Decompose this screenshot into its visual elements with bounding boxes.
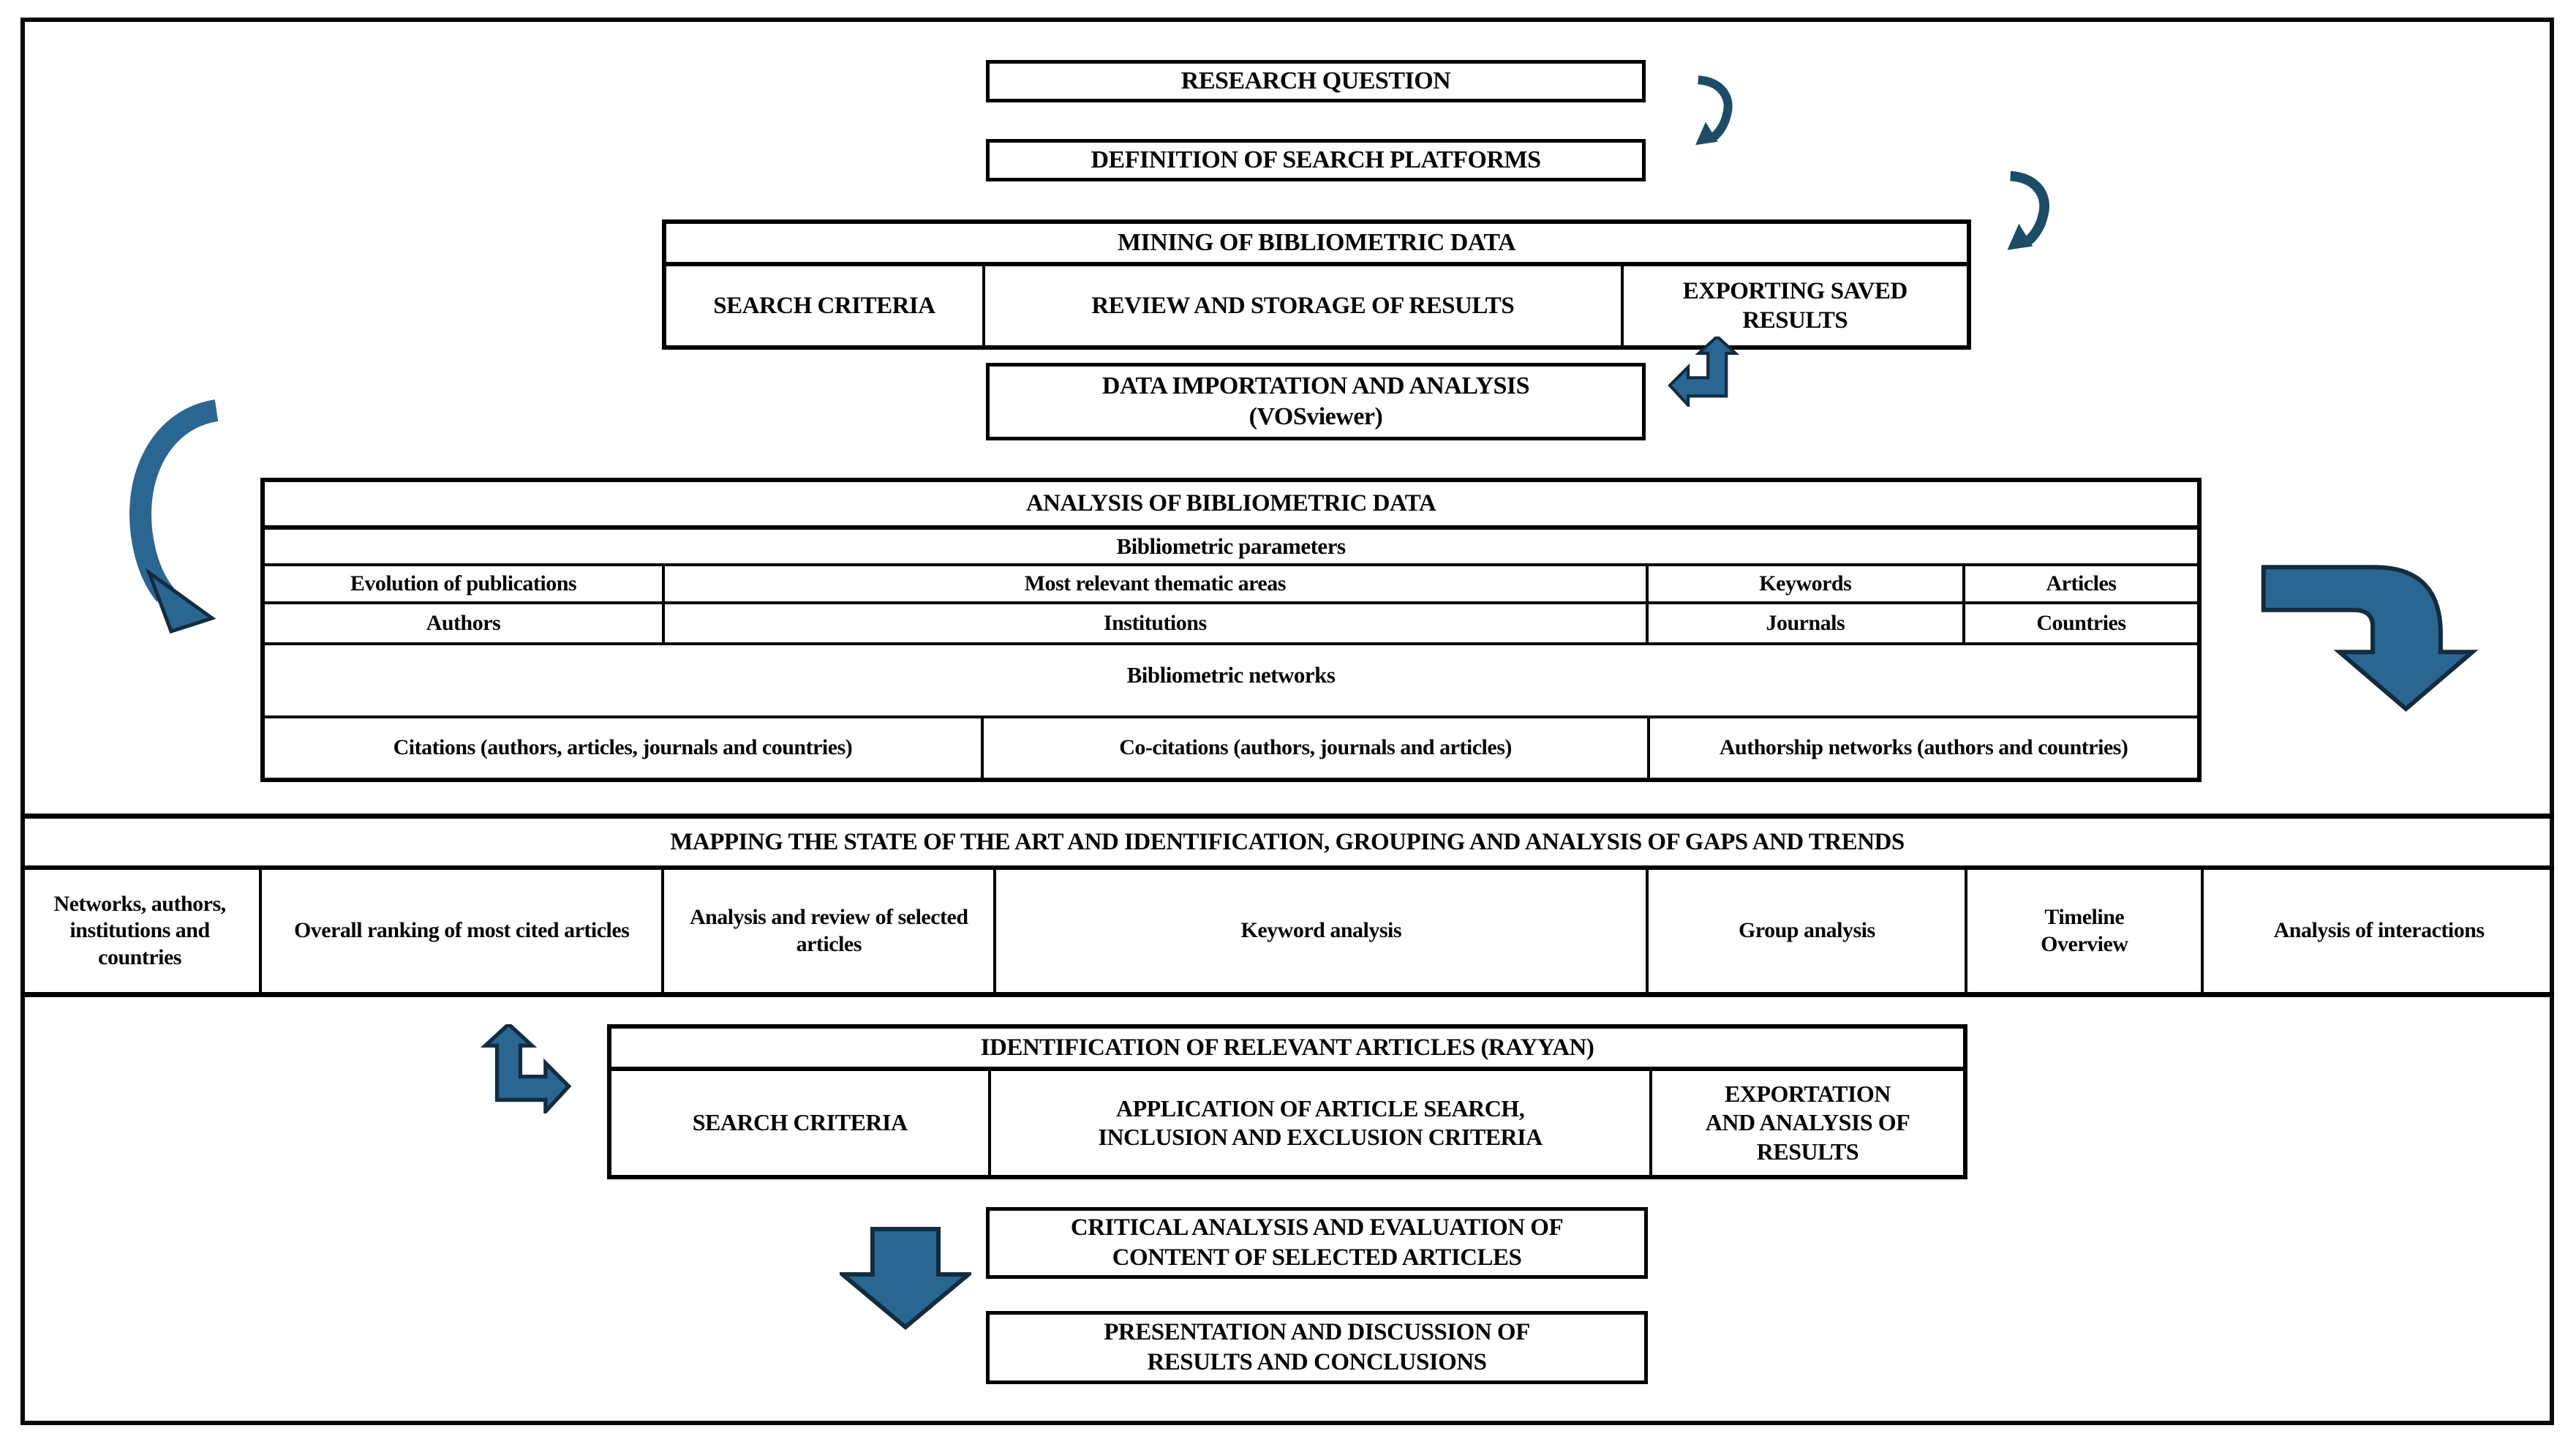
analysis-networks-header: Bibliometric networks — [1126, 662, 1336, 688]
mapping-cell-interactions: Analysis of interactions — [2273, 918, 2485, 943]
mapping-cell-keyword-analysis: Keyword analysis — [996, 870, 1649, 992]
analysis-cell-authors: Authors — [265, 604, 665, 642]
data-importation-tool: (VOSviewer) — [1249, 403, 1383, 430]
curved-arrow-icon — [1681, 73, 1748, 148]
mapping-title: MAPPING THE STATE OF THE ART AND IDENTIF… — [670, 828, 1905, 855]
analysis-cell-evolution: Evolution of publications — [265, 566, 665, 601]
rayyan-title: IDENTIFICATION OF RELEVANT ARTICLES (RAY… — [980, 1034, 1594, 1061]
research-question-label: RESEARCH QUESTION — [1180, 67, 1451, 94]
analysis-table: ANALYSIS OF BIBLIOMETRIC DATA Bibliometr… — [260, 478, 2202, 782]
analysis-cell-citations: Citations (authors, articles, journals a… — [265, 718, 984, 778]
definition-platforms-label: DEFINITION OF SEARCH PLATFORMS — [1091, 146, 1542, 173]
figure-border — [20, 18, 2554, 1425]
mining-cell-review-storage: REVIEW AND STORAGE OF RESULTS — [985, 266, 1624, 345]
analysis-parameters-header: Bibliometric parameters — [1116, 533, 1346, 560]
analysis-title: ANALYSIS OF BIBLIOMETRIC DATA — [1025, 490, 1436, 517]
rayyan-table: IDENTIFICATION OF RELEVANT ARTICLES (RAY… — [607, 1024, 1967, 1179]
mapping-row: Networks, authors, institutions and coun… — [20, 870, 2554, 992]
presentation-label: PRESENTATION AND DISCUSSION OF RESULTS A… — [1104, 1319, 1530, 1375]
mapping-title-band: MAPPING THE STATE OF THE ART AND IDENTIF… — [20, 819, 2554, 865]
big-curved-arrow-icon — [126, 399, 222, 634]
mapping-mid-divider — [20, 865, 2554, 870]
rayyan-cell-exportation-label: EXPORTATION AND ANALYSIS OF RESULTS — [1705, 1081, 1910, 1165]
return-arrow-icon — [1668, 337, 1741, 407]
down-arrow-icon — [840, 1226, 971, 1330]
mapping-cell-group-analysis: Group analysis — [1649, 870, 1968, 992]
analysis-cell-authorship: Authorship networks (authors and countri… — [1650, 718, 2197, 778]
definition-platforms-box: DEFINITION OF SEARCH PLATFORMS — [986, 139, 1646, 181]
analysis-cell-articles: Articles — [2046, 571, 2117, 596]
rayyan-cell-search-criteria: SEARCH CRITERIA — [611, 1071, 992, 1175]
analysis-cell-keywords: Keywords — [1649, 566, 1965, 601]
analysis-cell-thematic-areas: Most relevant thematic areas — [665, 566, 1649, 601]
analysis-cell-authorship-label: Authorship networks (authors and countri… — [1719, 735, 2128, 760]
mining-title: MINING OF BIBLIOMETRIC DATA — [1117, 229, 1516, 257]
curved-arrow-icon — [2004, 168, 2054, 253]
analysis-cell-journals: Journals — [1649, 604, 1965, 642]
rayyan-cell-application: APPLICATION OF ARTICLE SEARCH, INCLUSION… — [991, 1071, 1652, 1175]
mapping-cell-overall-ranking: Overall ranking of most cited articles — [262, 870, 665, 992]
mining-cell-exporting: EXPORTING SAVED RESULTS — [1682, 277, 1908, 334]
mapping-cell-timeline-overview-label: Timeline Overview — [2041, 904, 2128, 956]
branch-arrow-icon — [474, 1024, 576, 1113]
critical-analysis-box: CRITICAL ANALYSIS AND EVALUATION OF CONT… — [986, 1207, 1648, 1279]
mining-cell-search-criteria: SEARCH CRITERIA — [666, 266, 985, 345]
rayyan-cell-exportation: EXPORTATION AND ANALYSIS OF RESULTS — [1652, 1071, 1963, 1175]
analysis-cell-institutions: Institutions — [665, 604, 1649, 642]
mapping-top-divider — [20, 814, 2554, 819]
analysis-cell-countries: Countries — [2036, 610, 2126, 635]
critical-analysis-label: CRITICAL ANALYSIS AND EVALUATION OF CONT… — [1070, 1214, 1564, 1271]
analysis-cell-cocitations: Co-citations (authors, journals and arti… — [984, 718, 1651, 778]
mapping-cell-analysis-review: Analysis and review of selected articles — [664, 870, 997, 992]
mapping-cell-networks: Networks, authors, institutions and coun… — [20, 870, 263, 992]
mapping-bottom-divider — [20, 992, 2554, 997]
presentation-box: PRESENTATION AND DISCUSSION OF RESULTS A… — [986, 1311, 1648, 1384]
data-importation-box: DATA IMPORTATION AND ANALYSIS (VOSviewer… — [986, 363, 1646, 440]
big-bent-arrow-icon — [2253, 545, 2481, 715]
rayyan-cell-application-label: APPLICATION OF ARTICLE SEARCH, INCLUSION… — [1098, 1094, 1543, 1150]
data-importation-title: DATA IMPORTATION AND ANALYSIS — [1101, 372, 1530, 399]
mining-table: MINING OF BIBLIOMETRIC DATA SEARCH CRITE… — [662, 219, 1971, 350]
research-question-box: RESEARCH QUESTION — [986, 60, 1646, 102]
mapping-cell-timeline-overview: Timeline Overview — [1967, 870, 2204, 992]
